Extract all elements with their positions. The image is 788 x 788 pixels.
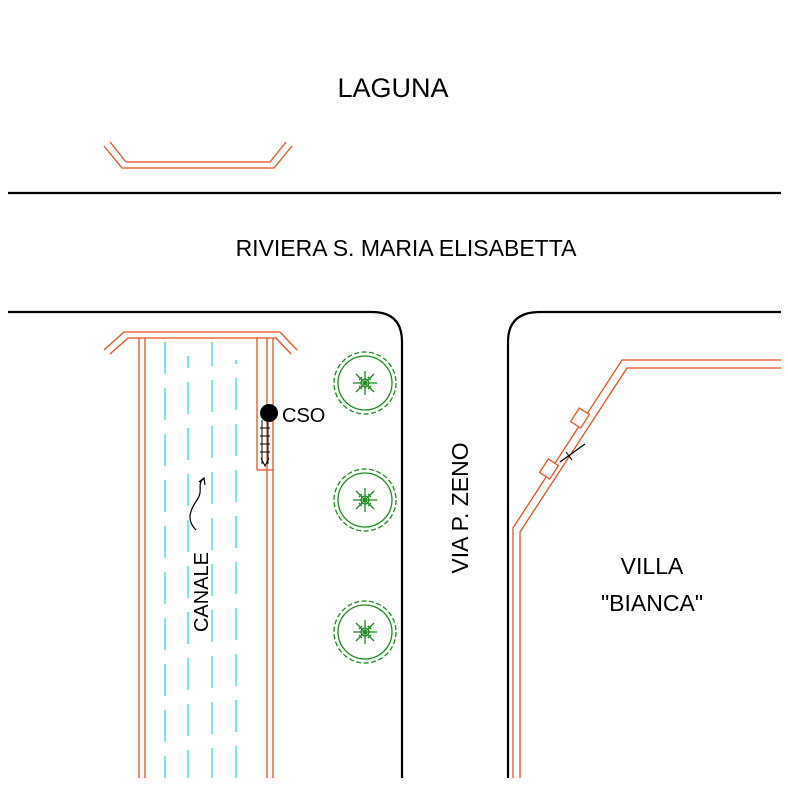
tree-row [333, 351, 397, 664]
canal-head-outer [103, 331, 298, 351]
riviera-south-edge-west [8, 310, 404, 778]
flow-direction-arrow-icon [189, 476, 206, 531]
canal-head-inner [109, 337, 292, 355]
canale-label: CANALE [191, 552, 213, 632]
riviera-south-edge-east [506, 310, 781, 778]
villa-label-line2: "BIANCA" [601, 590, 703, 616]
laguna-quay [103, 141, 293, 169]
villa-boundary [512, 359, 781, 778]
cso-outfall-icon [260, 404, 278, 468]
tree-icon [333, 600, 397, 664]
laguna-label: LAGUNA [337, 73, 448, 103]
cso-label: CSO [282, 405, 325, 427]
villa-label-line1: VILLA [621, 553, 684, 579]
gate-icon [538, 407, 591, 480]
road-edges [8, 191, 781, 778]
canal-water [164, 342, 237, 778]
riviera-label: RIVIERA S. MARIA ELISABETTA [236, 235, 578, 261]
via-zeno-label: VIA P. ZENO [447, 442, 473, 573]
tree-icon [333, 351, 397, 415]
tree-icon [333, 468, 397, 532]
